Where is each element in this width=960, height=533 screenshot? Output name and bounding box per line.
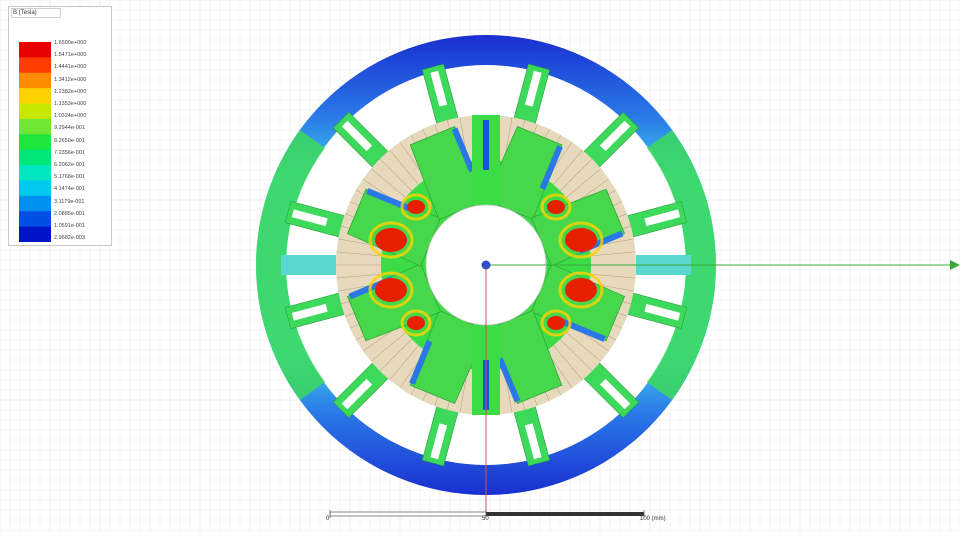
- hot-spot-halo: [368, 271, 414, 309]
- stator-slot: [524, 70, 542, 107]
- legend-tick-label: 8.2650e-001: [54, 137, 85, 144]
- ruler-label-50: 50: [482, 516, 489, 522]
- rotor-pole: [409, 309, 488, 405]
- legend-color-step: [19, 57, 51, 74]
- hot-spot: [547, 316, 565, 330]
- rotor-pole: [409, 125, 488, 221]
- legend-tick-label: 5.1768e-001: [54, 174, 85, 181]
- legend-tick-label: 2.9682e-003: [54, 235, 85, 242]
- stator-slot: [341, 120, 373, 152]
- rotor-slot: [483, 120, 489, 170]
- stator-slot: [644, 209, 681, 227]
- legend-color-step: [19, 103, 51, 120]
- hot-spot: [407, 200, 425, 214]
- hot-spot-halo: [540, 309, 572, 337]
- stator-slot: [599, 378, 631, 410]
- legend-tick-label: 1.4441e+000: [54, 64, 87, 71]
- legend-tick-label: 2.0885e-001: [54, 210, 85, 217]
- legend-color-step: [19, 180, 51, 197]
- rotor-pole-edge: [561, 318, 606, 342]
- hot-spot-halo: [400, 193, 432, 221]
- stator-slot: [291, 209, 328, 227]
- legend-color-step: [19, 149, 51, 166]
- rotor-pole-edge: [409, 340, 433, 385]
- legend-tick-label: 1.3412e+000: [54, 76, 87, 83]
- legend-title: B (Tesla): [13, 10, 37, 16]
- x-axis-arrow-icon: [950, 260, 960, 270]
- legend-color-step: [19, 226, 51, 242]
- legend-tick-label: 6.2062e-001: [54, 162, 85, 168]
- rotor-pole-edge: [366, 188, 411, 212]
- scale-ruler: [329, 510, 645, 518]
- legend-tick-label: 1.6500e+000: [54, 40, 87, 46]
- legend-tick-label: 1.5471e+000: [54, 52, 87, 59]
- legend-color-step: [19, 118, 51, 135]
- legend-tick-label: 1.2382e+000: [54, 88, 87, 95]
- legend-tick-label: 7.2356e-001: [54, 149, 85, 156]
- hot-spot-halo: [400, 309, 432, 337]
- stator-slot: [430, 70, 448, 107]
- hot-spot: [547, 200, 565, 214]
- rotor-pole-edge: [539, 145, 563, 190]
- stator-slot: [341, 378, 373, 410]
- stator-slot: [430, 423, 448, 460]
- legend-tick-label: 1.0324e+000: [54, 113, 87, 120]
- stator-slot: [599, 120, 631, 152]
- stator-slot: [644, 303, 681, 321]
- legend-title-box: [11, 8, 61, 18]
- legend-tick-label: 9.2944e-001: [54, 125, 85, 132]
- stator-tooth: [281, 255, 336, 275]
- legend-color-step: [19, 165, 51, 181]
- rotor-pole: [484, 309, 563, 405]
- rotor-pole: [530, 188, 626, 267]
- rotor-pole-edge: [497, 357, 521, 403]
- hot-spot: [375, 228, 407, 252]
- hot-spot-halo: [558, 271, 604, 309]
- hot-spot: [565, 278, 597, 302]
- hot-spot-halo: [540, 193, 572, 221]
- legend-color-step: [19, 72, 51, 89]
- hot-spot-halo: [368, 221, 414, 259]
- field-legend[interactable]: B (Tesla) 1.6500e+000 1.5471e+000 1.4441e+…: [8, 6, 112, 246]
- stator-teeth: [281, 63, 691, 467]
- rotor-pole-edge: [451, 127, 475, 173]
- legend-tick-label: 1.0591e-001: [54, 223, 85, 229]
- saturation-hot-spots: [368, 193, 604, 337]
- rotor-pole: [346, 263, 442, 342]
- legend-tick-label: 3.1179e-001: [54, 198, 85, 205]
- legend-color-step: [19, 211, 51, 228]
- legend-color-step: [19, 134, 51, 151]
- hot-spot: [375, 278, 407, 302]
- legend-tick-label: 4.1474e-001: [54, 186, 85, 193]
- hot-spot: [565, 228, 597, 252]
- legend-color-step: [19, 195, 51, 212]
- legend-color-step: [19, 42, 51, 58]
- rotor-pole: [484, 125, 563, 221]
- ruler-label-100: 100 (mm): [640, 516, 666, 522]
- legend-color-bar: [19, 42, 51, 242]
- ruler-label-0: 0: [326, 516, 330, 522]
- hot-spot: [407, 316, 425, 330]
- stator-slot: [291, 303, 328, 321]
- hot-spot-halo: [558, 221, 604, 259]
- origin-marker: [481, 260, 491, 270]
- legend-tick-label: 1.1353e+000: [54, 101, 87, 107]
- legend-color-step: [19, 88, 51, 105]
- stator-slot: [524, 423, 542, 460]
